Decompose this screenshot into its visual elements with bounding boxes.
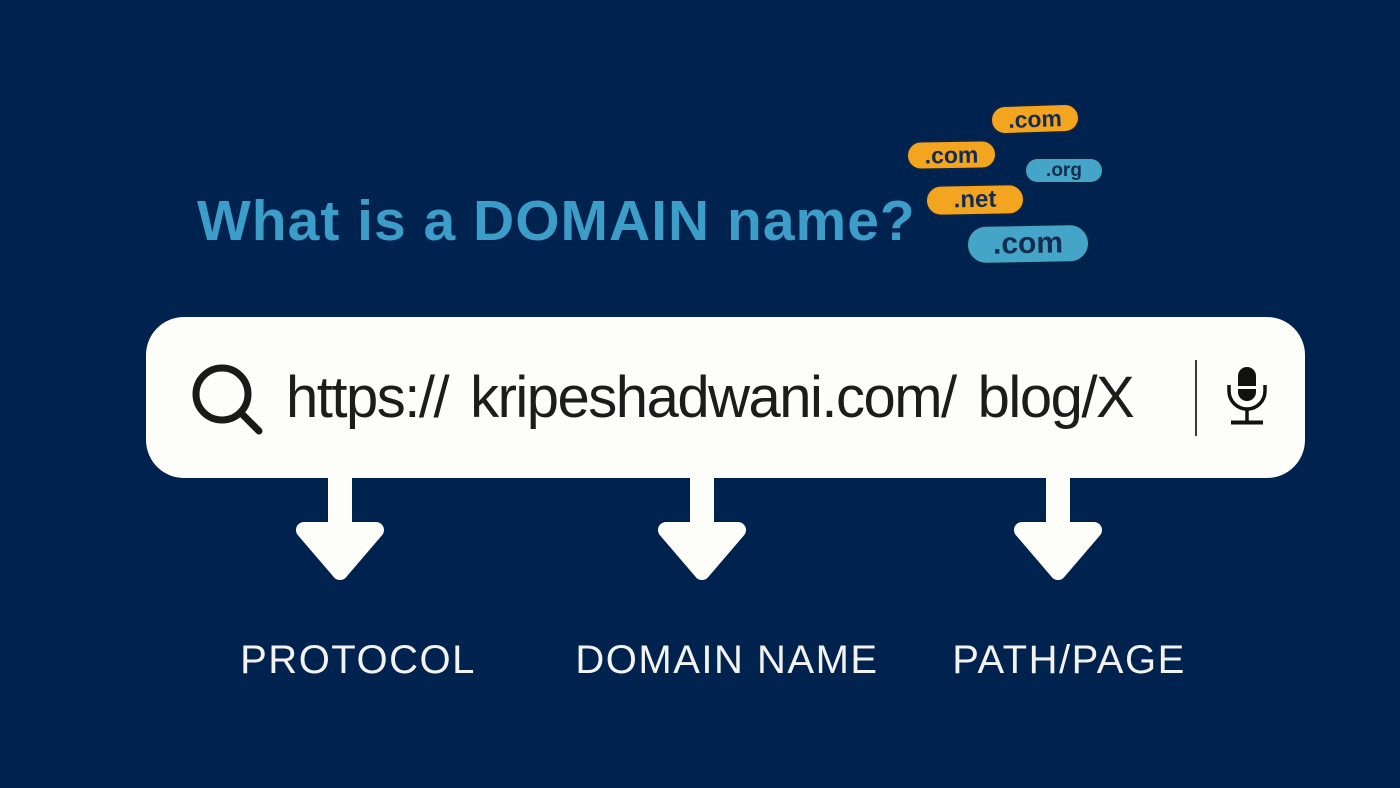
microphone-icon[interactable] bbox=[1225, 365, 1269, 431]
tld-badge-label: .com bbox=[924, 141, 979, 168]
tld-badge-label: .net bbox=[953, 185, 997, 214]
tld-badge-label: .org bbox=[1046, 159, 1082, 181]
tld-badge-com-1: .com bbox=[989, 102, 1081, 136]
tld-badge-label: .com bbox=[1007, 104, 1063, 133]
down-arrow-protocol bbox=[296, 476, 384, 580]
tld-badge-com-2: .com bbox=[905, 139, 998, 171]
url-domain-segment: kripeshadwani.com/ bbox=[470, 365, 957, 430]
url-text[interactable]: https:// kripeshadwani.com/ blog/X bbox=[286, 364, 1181, 431]
tld-badge-net: .net bbox=[924, 183, 1026, 217]
address-bar-divider bbox=[1195, 359, 1197, 436]
url-path-segment: blog/X bbox=[977, 365, 1135, 430]
down-arrow-path bbox=[1014, 476, 1102, 580]
label-path-page: PATH/PAGE bbox=[952, 638, 1186, 682]
label-domain-name: DOMAIN NAME bbox=[575, 638, 879, 682]
label-protocol: PROTOCOL bbox=[240, 638, 476, 682]
url-protocol-segment: https:// bbox=[286, 365, 450, 430]
tld-badge-com-3: .com bbox=[965, 222, 1091, 266]
down-arrow-domain bbox=[658, 476, 746, 580]
page-title: What is a DOMAIN name? bbox=[197, 189, 916, 253]
search-icon[interactable] bbox=[188, 356, 272, 440]
tld-badge-org: .org bbox=[1024, 157, 1104, 184]
address-bar[interactable]: https:// kripeshadwani.com/ blog/X bbox=[146, 317, 1305, 478]
tld-badge-label: .com bbox=[992, 226, 1064, 261]
